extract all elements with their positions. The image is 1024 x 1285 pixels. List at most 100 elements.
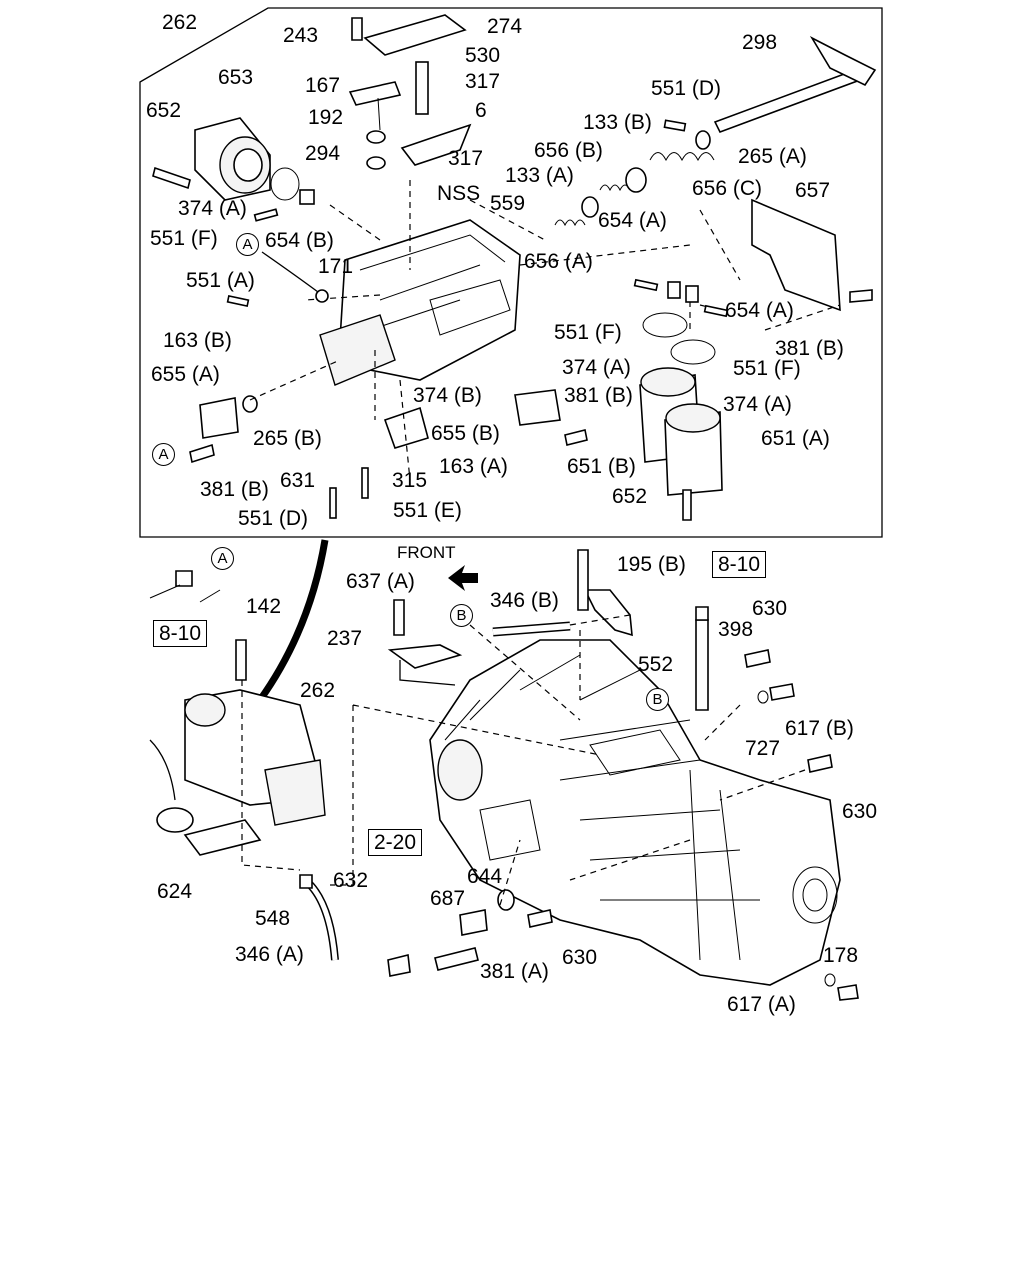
front-arrow bbox=[448, 565, 478, 591]
label-624: 624 bbox=[157, 880, 193, 903]
label-551f-c: 551 (F) bbox=[733, 357, 801, 380]
label-374b: 374 (B) bbox=[413, 384, 482, 407]
label-192: 192 bbox=[308, 106, 344, 129]
transmission-case bbox=[429, 639, 841, 986]
label-171: 171 bbox=[318, 255, 354, 278]
valve-655-a bbox=[199, 397, 239, 439]
label-630b: 630 bbox=[842, 800, 878, 823]
label-374a-c: 374 (A) bbox=[723, 393, 792, 416]
shift-housing bbox=[319, 219, 521, 386]
label-631: 631 bbox=[280, 469, 316, 492]
label-167: 167 bbox=[305, 74, 341, 97]
label-548: 548 bbox=[255, 907, 291, 930]
label-6: 6 bbox=[475, 99, 487, 122]
label-374a-b: 374 (A) bbox=[562, 356, 631, 379]
label-381a: 381 (A) bbox=[480, 960, 549, 983]
label-632: 632 bbox=[333, 869, 369, 892]
label-178: 178 bbox=[823, 944, 859, 967]
label-559: 559 bbox=[490, 192, 526, 215]
plate-624 bbox=[183, 819, 262, 856]
label-652: 652 bbox=[146, 99, 182, 122]
label-381b-b: 381 (B) bbox=[564, 384, 633, 407]
label-630c: 630 bbox=[562, 946, 598, 969]
lever-167 bbox=[348, 81, 402, 106]
pin-530 bbox=[415, 61, 429, 115]
arm-6 bbox=[400, 123, 472, 166]
marker-a-lower-left: A bbox=[152, 443, 175, 466]
label-315: 315 bbox=[392, 469, 428, 492]
ref-box-8-10-left: 8-10 bbox=[153, 620, 208, 647]
label-551f: 551 (F) bbox=[150, 227, 218, 250]
label-552: 552 bbox=[638, 653, 674, 676]
label-727: 727 bbox=[745, 737, 781, 760]
label-317: 317 bbox=[465, 70, 501, 93]
shaft-298 bbox=[713, 36, 877, 133]
label-530: 530 bbox=[465, 44, 501, 67]
label-265a: 265 (A) bbox=[738, 145, 807, 168]
label-656c: 656 (C) bbox=[692, 177, 763, 200]
label-651b: 651 (B) bbox=[567, 455, 636, 478]
label-262b: 262 bbox=[300, 679, 336, 702]
marker-b-hose: B bbox=[450, 604, 473, 627]
marker-b-case: B bbox=[646, 688, 669, 711]
label-657: 657 bbox=[795, 179, 831, 202]
label-655b: 655 (B) bbox=[431, 422, 500, 445]
valve-655-b bbox=[514, 389, 561, 426]
ref-box-2-20: 2-20 bbox=[368, 829, 423, 856]
label-237: 237 bbox=[327, 627, 363, 650]
label-381b-c: 381 (B) bbox=[200, 478, 269, 501]
label-687: 687 bbox=[430, 887, 466, 910]
label-630: 630 bbox=[752, 597, 788, 620]
label-644: 644 bbox=[467, 865, 503, 888]
label-551d-b: 551 (D) bbox=[238, 507, 309, 530]
label-652b: 652 bbox=[612, 485, 648, 508]
label-655a: 655 (A) bbox=[151, 363, 220, 386]
hose-346-b bbox=[492, 623, 571, 635]
shift-unit-assembly bbox=[149, 689, 326, 833]
marker-a-upper: A bbox=[236, 233, 259, 256]
bolt-243 bbox=[351, 17, 363, 41]
solenoid-651-a bbox=[664, 403, 723, 496]
cover-plate bbox=[363, 14, 467, 56]
label-274: 274 bbox=[487, 15, 523, 38]
label-654a-b: 654 (A) bbox=[725, 299, 794, 322]
label-637a: 637 (A) bbox=[346, 570, 415, 593]
label-nss: NSS bbox=[437, 182, 481, 205]
label-654b: 654 (B) bbox=[265, 229, 334, 252]
label-195b: 195 (B) bbox=[617, 553, 686, 576]
label-262: 262 bbox=[162, 11, 198, 34]
label-265b: 265 (B) bbox=[253, 427, 322, 450]
plate-657 bbox=[751, 198, 841, 312]
label-551d: 551 (D) bbox=[651, 77, 722, 100]
label-142: 142 bbox=[246, 595, 282, 618]
ref-box-8-10-right: 8-10 bbox=[712, 551, 767, 578]
label-551f-b: 551 (F) bbox=[554, 321, 622, 344]
label-133b: 133 (B) bbox=[583, 111, 652, 134]
label-656a: 656 (A) bbox=[524, 250, 593, 273]
label-346a: 346 (A) bbox=[235, 943, 304, 966]
label-617a: 617 (A) bbox=[727, 993, 796, 1016]
marker-a-connector: A bbox=[211, 547, 234, 570]
label-381b: 381 (B) bbox=[775, 337, 844, 360]
label-243: 243 bbox=[283, 24, 319, 47]
callout-curve bbox=[257, 539, 329, 703]
label-346b: 346 (B) bbox=[490, 589, 559, 612]
label-163b: 163 (B) bbox=[163, 329, 232, 352]
label-398: 398 bbox=[718, 618, 754, 641]
label-133a: 133 (A) bbox=[505, 164, 574, 187]
label-654a: 654 (A) bbox=[598, 209, 667, 232]
label-294: 294 bbox=[305, 142, 341, 165]
label-374a: 374 (A) bbox=[178, 197, 247, 220]
label-651a: 651 (A) bbox=[761, 427, 830, 450]
actuator-653 bbox=[194, 117, 271, 201]
inset-frame bbox=[139, 7, 883, 538]
label-317b: 317 bbox=[448, 147, 484, 170]
label-front: FRONT bbox=[397, 543, 456, 562]
label-617b: 617 (B) bbox=[785, 717, 854, 740]
label-298: 298 bbox=[742, 31, 778, 54]
springs bbox=[554, 152, 715, 227]
label-551e: 551 (E) bbox=[393, 499, 462, 522]
label-653: 653 bbox=[218, 66, 254, 89]
